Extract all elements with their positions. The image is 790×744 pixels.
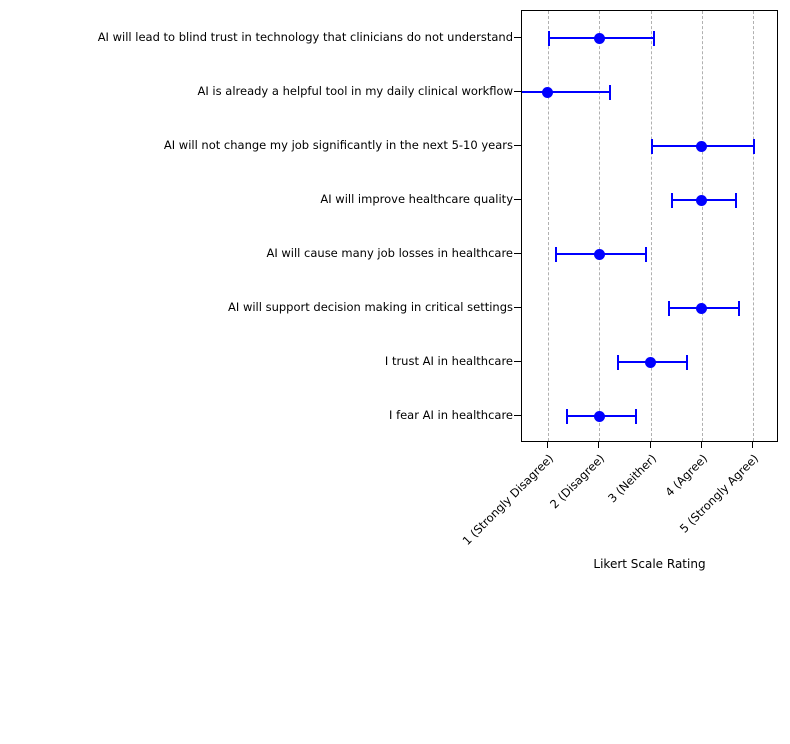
- category-label: I fear AI in healthcare: [389, 408, 513, 422]
- data-point-marker: [696, 302, 708, 314]
- gridline-1: [547, 11, 549, 441]
- error-bar-cap-high: [753, 138, 756, 154]
- category-label: AI is already a helpful tool in my daily…: [197, 84, 513, 98]
- x-tick-5: [752, 442, 754, 448]
- data-point-marker: [593, 410, 605, 422]
- data-point-marker: [696, 140, 708, 152]
- y-tick-6: [514, 361, 521, 362]
- gridline-2: [599, 11, 601, 441]
- error-bar-cap-high: [737, 300, 740, 316]
- x-axis-title: Likert Scale Rating: [593, 557, 706, 571]
- error-bar-cap-low: [547, 30, 550, 46]
- gridline-5: [753, 11, 755, 441]
- data-point-marker: [593, 248, 605, 260]
- error-bar-cap-high: [609, 84, 612, 100]
- error-bar-cap-high: [653, 30, 656, 46]
- category-label: AI will not change my job significantly …: [163, 138, 513, 152]
- error-bar-cap-high: [686, 354, 689, 370]
- y-axis-labels: AI will lead to blind trust in technolog…: [0, 10, 513, 442]
- data-point-marker: [593, 32, 605, 44]
- y-tick-7: [514, 415, 521, 416]
- y-tick-0: [514, 37, 521, 38]
- category-label: AI will improve healthcare quality: [320, 192, 513, 206]
- error-bar-cap-high: [645, 246, 648, 262]
- error-bar-cap-low: [671, 192, 674, 208]
- likert-dot-plot-figure: AI will lead to blind trust in technolog…: [0, 10, 778, 571]
- plot-area: [521, 10, 778, 442]
- error-bar-cap-low: [650, 138, 653, 154]
- y-tick-3: [514, 199, 521, 200]
- category-label: AI will cause many job losses in healthc…: [266, 246, 513, 260]
- error-bar-cap-high: [635, 408, 638, 424]
- x-tick-2: [598, 442, 600, 448]
- data-point-marker: [696, 194, 708, 206]
- data-point-marker: [542, 86, 554, 98]
- gridline-3: [650, 11, 652, 441]
- error-bar-line: [522, 91, 610, 93]
- y-tick-2: [514, 145, 521, 146]
- x-tick-3: [649, 442, 651, 448]
- y-tick-1: [514, 91, 521, 92]
- error-bar-cap-high: [735, 192, 738, 208]
- y-tick-4: [514, 253, 521, 254]
- data-point-marker: [645, 356, 656, 368]
- x-tick-1: [546, 442, 548, 448]
- error-bar-cap-low: [555, 246, 558, 262]
- error-bar-cap-low: [565, 408, 568, 424]
- error-bar-cap-low: [668, 300, 671, 316]
- error-bar-cap-low: [617, 354, 620, 370]
- category-label: I trust AI in healthcare: [384, 354, 513, 368]
- category-label: AI will lead to blind trust in technolog…: [97, 30, 513, 44]
- y-tick-5: [514, 307, 521, 308]
- x-tick-4: [700, 442, 702, 448]
- category-label: AI will support decision making in criti…: [228, 300, 513, 314]
- gridline-4: [701, 11, 703, 441]
